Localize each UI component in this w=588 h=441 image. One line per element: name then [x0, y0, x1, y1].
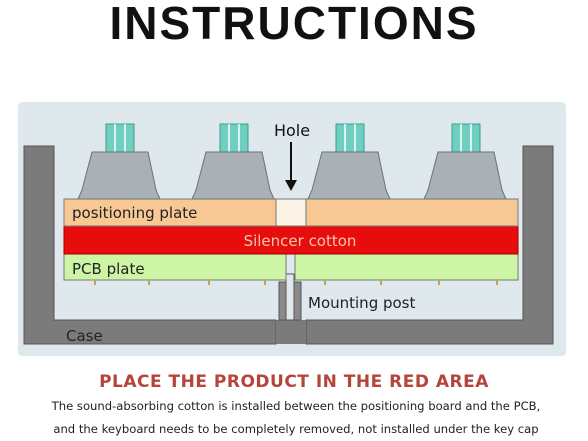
keycap: [77, 151, 161, 200]
keycap: [423, 151, 507, 200]
keycap: [307, 151, 391, 200]
page-title: INSTRUCTIONS: [109, 0, 479, 49]
key-switch-2: [191, 123, 275, 200]
key-switch-4: [423, 123, 507, 200]
hole-label: Hole: [274, 121, 310, 140]
instruction-heading: PLACE THE PRODUCT IN THE RED AREA: [99, 372, 489, 392]
positioning-plate-label: positioning plate: [72, 204, 197, 222]
description-line-1: The sound-absorbing cotton is installed …: [51, 399, 541, 413]
hole: [275, 198, 307, 227]
case-center-bottom: [276, 320, 306, 344]
description-line-2: and the keyboard needs to be completely …: [53, 422, 539, 436]
mounting-post-label: Mounting post: [308, 294, 415, 312]
silencer-cotton: [63, 225, 519, 255]
silencer-cotton-label: Silencer cotton: [244, 232, 357, 250]
key-switch-1: [77, 123, 161, 200]
switch-stem: [219, 123, 249, 153]
pcb-solder-pins: [94, 280, 498, 285]
pcb-plate-right: [294, 253, 519, 281]
positioning-plate-right: [305, 198, 519, 227]
pcb-plate-label: PCB plate: [72, 260, 145, 278]
positioning-plate-left: [63, 198, 277, 227]
switch-stem: [105, 123, 135, 153]
mounting-post-slot: [285, 273, 295, 321]
case-label: Case: [66, 327, 103, 345]
switch-stem: [451, 123, 481, 153]
hole-arrow: [285, 142, 297, 191]
keyboard-cross-section-diagram: Hole positioning plate Silencer cotton P…: [18, 102, 566, 356]
keycap: [191, 151, 275, 200]
key-switch-3: [307, 123, 391, 200]
switch-stem: [335, 123, 365, 153]
